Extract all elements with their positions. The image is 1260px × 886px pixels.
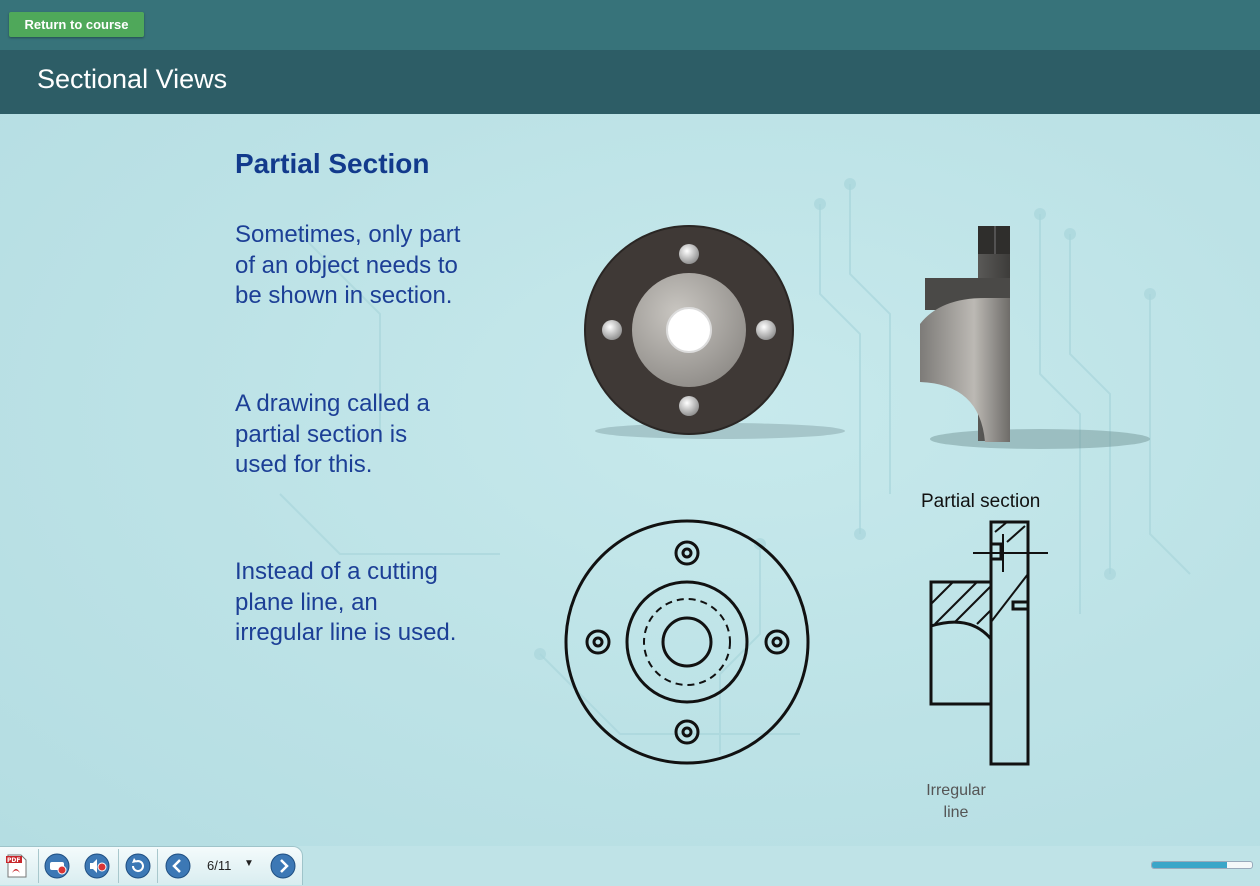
flange-side-render bbox=[920, 226, 1150, 449]
page-title: Sectional Views bbox=[37, 64, 228, 94]
svg-text:PDF: PDF bbox=[7, 857, 20, 864]
player-controls: PDF bbox=[0, 846, 303, 885]
top-bar: Return to course bbox=[0, 0, 1260, 50]
paragraph-line: Instead of a cutting bbox=[235, 558, 438, 585]
previous-icon bbox=[165, 853, 191, 879]
mute-button[interactable] bbox=[84, 853, 110, 879]
slide-heading: Partial Section bbox=[235, 148, 430, 179]
return-to-course-button[interactable]: Return to course bbox=[9, 12, 144, 37]
previous-slide-button[interactable] bbox=[165, 853, 191, 879]
irregular-line-label: Irregular line bbox=[916, 780, 996, 824]
controls-separator bbox=[118, 849, 119, 883]
paragraph-line: A drawing called a bbox=[235, 390, 430, 417]
paragraph-line: plane line, an bbox=[235, 588, 378, 616]
irregular-line-label-line: Irregular bbox=[926, 782, 986, 799]
partial-section-drawing bbox=[929, 520, 1048, 766]
slide-progress-fill bbox=[1152, 862, 1227, 868]
circuit-background bbox=[279, 178, 1191, 754]
paragraph-irregular-line: Instead of a cutting plane line, an irre… bbox=[235, 557, 456, 649]
next-slide-button[interactable] bbox=[270, 853, 296, 879]
page-indicator: 6/11 bbox=[207, 858, 232, 873]
paragraph-line: Sometimes, only part bbox=[235, 221, 461, 248]
paragraph-line: of an object needs to bbox=[235, 251, 458, 279]
controls-separator bbox=[157, 849, 158, 883]
slide-progress-bar[interactable] bbox=[1151, 861, 1253, 869]
paragraph-line: used for this. bbox=[235, 451, 373, 478]
pdf-button[interactable]: PDF bbox=[4, 853, 30, 879]
replay-icon bbox=[125, 853, 151, 879]
paragraph-line: irregular line is used. bbox=[235, 619, 457, 646]
captions-button[interactable] bbox=[44, 853, 70, 879]
irregular-line-label-line: line bbox=[943, 804, 969, 821]
paragraph-partial-section: A drawing called a partial section is us… bbox=[235, 389, 430, 481]
paragraph-sometimes: Sometimes, only part of an object needs … bbox=[235, 220, 460, 312]
partial-section-label: Partial section bbox=[921, 491, 1041, 512]
player-controls-bar: PDF bbox=[0, 846, 1260, 886]
title-bar: Sectional Views bbox=[0, 50, 1260, 114]
next-icon bbox=[270, 853, 296, 879]
replay-button[interactable] bbox=[125, 853, 151, 879]
pdf-icon: PDF bbox=[6, 854, 27, 878]
paragraph-line: partial section is bbox=[235, 420, 408, 448]
controls-separator bbox=[38, 849, 39, 883]
page-dropdown-toggle[interactable]: ▼ bbox=[244, 858, 254, 869]
flange-front-render bbox=[584, 225, 845, 439]
slide-stage: Partial Section Sometimes, only part of … bbox=[0, 114, 1260, 846]
captions-off-icon bbox=[44, 853, 70, 879]
paragraph-line: be shown in section. bbox=[235, 282, 453, 309]
front-view-drawing bbox=[564, 519, 810, 765]
mute-icon bbox=[84, 853, 110, 879]
